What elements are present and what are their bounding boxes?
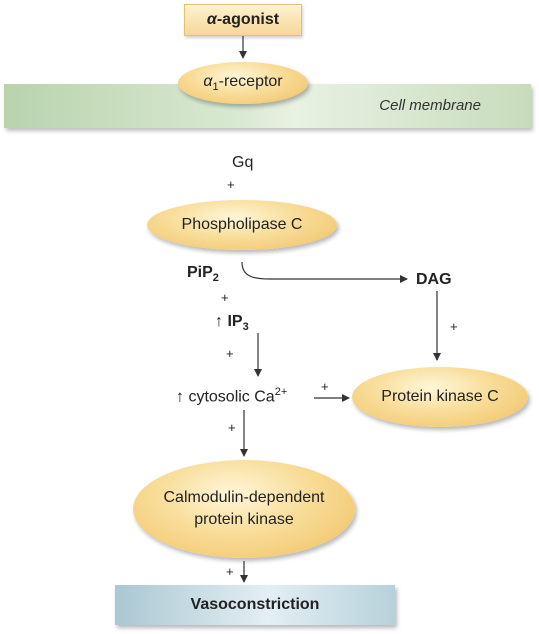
sign-ip3-ca: + (226, 346, 234, 361)
dag-label: DAG (416, 271, 452, 288)
pip2-label: PiP2 (187, 264, 219, 285)
sign-camk-vaso: + (226, 564, 234, 579)
agonist-box: α-agonist (184, 4, 302, 36)
sign-gq-plc: + (227, 177, 235, 192)
cell-membrane-label: Cell membrane (379, 97, 481, 114)
phospholipase-c-node: Phospholipase C (147, 200, 337, 250)
arrow-pip2-dag (241, 261, 408, 283)
vasoconstriction-box: Vasoconstriction (115, 585, 395, 625)
sign-ca-pkc: + (321, 379, 329, 394)
vasoconstriction-label: Vasoconstriction (190, 596, 320, 613)
gq-label: Gq (232, 154, 254, 171)
calmodulin-kinase-label-line2: protein kinase (194, 511, 294, 528)
calmodulin-kinase-node: Calmodulin-dependent protein kinase (133, 460, 355, 558)
sign-ca-camk: + (228, 420, 236, 435)
calmodulin-kinase-label-line1: Calmodulin-dependent (163, 489, 325, 506)
sign-pip2-ip3: + (221, 290, 229, 305)
cytosolic-calcium-label: ↑ cytosolic Ca2+ (176, 386, 288, 406)
receptor-label: α1-receptor (203, 72, 283, 94)
agonist-greek: α (206, 11, 217, 28)
protein-kinase-c-node: Protein kinase C (352, 367, 528, 427)
receptor-node: α1-receptor (178, 62, 308, 104)
protein-kinase-c-label: Protein kinase C (381, 388, 499, 405)
sign-dag-pkc: + (450, 319, 458, 334)
agonist-label: -agonist (216, 11, 280, 28)
phospholipase-c-label: Phospholipase C (181, 216, 303, 233)
ip3-label: ↑ IP3 (215, 313, 249, 334)
